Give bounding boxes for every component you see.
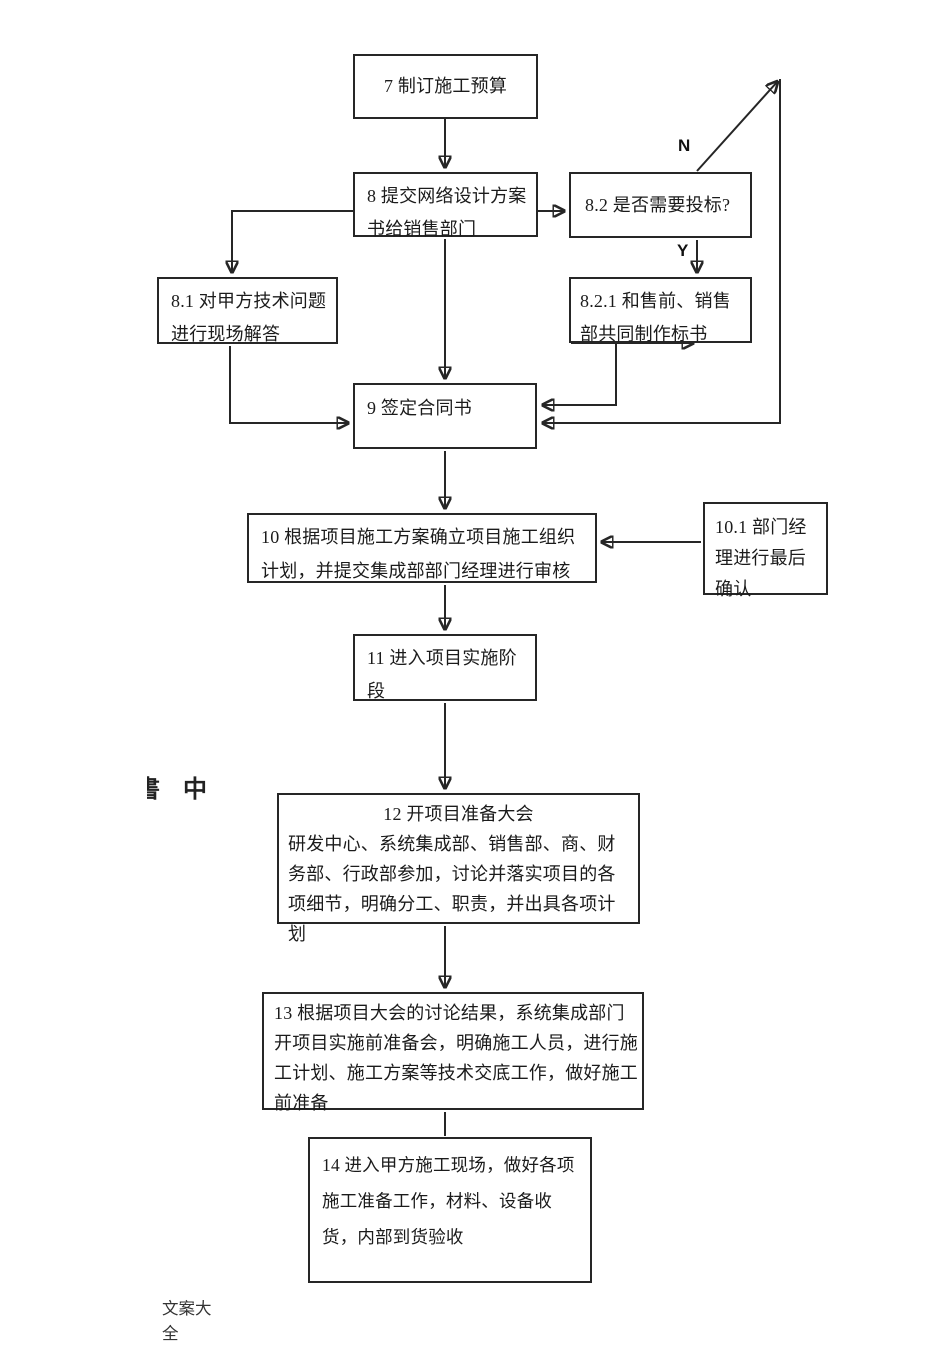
margin-note-partial-char: 書 [147,777,160,803]
node-text: 8.2 是否需要投标? [585,194,731,215]
footer-note: 文案大全 [162,1299,212,1343]
flow-node-10-1: 10.1 部门经理进行最后确认 [703,502,828,599]
flow-node-14: 14 进入甲方施工现场，做好各项施工准备工作，材料、设备收货，内部到货验收 [308,1137,592,1283]
node-text: 7 制订施工预算 [383,76,508,96]
flow-node-7: 7 制订施工预算 [353,54,538,119]
node-title: 12 开项目准备大会 [383,804,534,824]
connector-8-2-1-to-9 [542,343,617,405]
margin-note: 書中 [147,769,207,804]
connector-8-1-to-9 [229,346,349,423]
node-text: 13 根据项目大会的讨论结果，系统集成部门开项目实施前准备会，明确施工人员，进行… [274,1003,638,1113]
flow-node-13: 13 根据项目大会的讨论结果，系统集成部门开项目实施前准备会，明确施工人员，进行… [262,992,644,1113]
node-text: 9 签定合同书 [367,398,472,418]
node-text: 8 提交网络设计方案书给销售部门 [367,186,527,239]
node-text: 10 根据项目施工方案确立项目施工组织计划，并提交集成部部门经理进行审核 [261,527,576,581]
connector-8-to-8-1 [232,210,353,273]
flow-node-10: 10 根据项目施工方案确立项目施工组织计划，并提交集成部部门经理进行审核 [247,513,597,583]
flow-node-8-2: 8.2 是否需要投标? [569,172,752,238]
node-text: 8.1 对甲方技术问题进行现场解答 [171,291,327,344]
connector-8-2-no-diagonal [696,81,778,172]
margin-note-partial-char-clip: 書 [147,769,162,804]
flow-node-8-1: 8.1 对甲方技术问题进行现场解答 [157,277,338,344]
margin-note-char: 中 [183,777,207,803]
flow-node-9: 9 签定合同书 [353,383,537,449]
node-text: 8.2.1 和售前、销售部共同制作标书 [580,291,731,344]
node-text: 14 进入甲方施工现场，做好各项施工准备工作，材料、设备收货，内部到货验收 [322,1155,575,1247]
connector-no-path-to-9 [542,79,781,423]
node-text: 研发中心、系统集成部、销售部、商、财务部、行政部参加，讨论并落实项目的各项细节，… [288,834,616,944]
branch-label-no: N [678,136,691,155]
flow-node-12: 12 开项目准备大会 研发中心、系统集成部、销售部、商、财务部、行政部参加，讨论… [277,793,640,944]
node-text: 10.1 部门经理进行最后确认 [715,517,807,599]
flow-node-8: 8 提交网络设计方案书给销售部门 [353,172,538,239]
flow-node-11: 11 进入项目实施阶段 [353,634,537,701]
flow-node-8-2-1: 8.2.1 和售前、销售部共同制作标书 [569,277,752,344]
branch-label-yes: Y [677,241,689,260]
node-text: 11 进入项目实施阶段 [367,648,517,701]
